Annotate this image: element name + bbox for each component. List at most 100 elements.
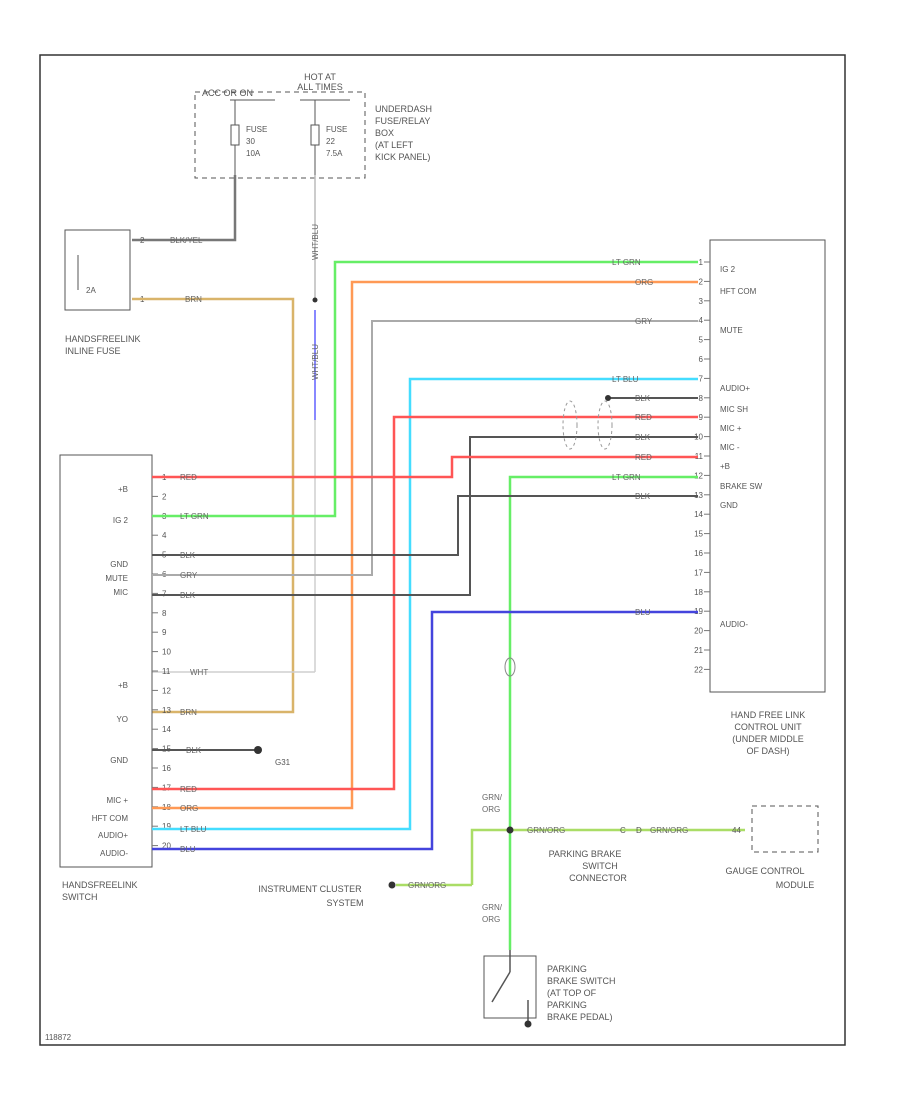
switch-pin-19: 19 (162, 822, 171, 831)
grn-org-stack-1b: ORG (482, 805, 500, 814)
cu-pin-14: 14 (694, 510, 703, 519)
parking-splice (506, 826, 514, 834)
gry-label-2: GRY (180, 571, 198, 580)
blk-label-mic-sh: BLK (635, 394, 651, 403)
grn-org-wire-instrument (470, 828, 510, 885)
blk-yel-wire (132, 175, 237, 242)
red-label-1: RED (635, 413, 652, 422)
underdash-label-2: FUSE/RELAY (375, 116, 430, 126)
underdash-label-1: UNDERDASH (375, 104, 432, 114)
blu-label-1: BLU (635, 608, 651, 617)
shield-mark-b (597, 400, 613, 450)
instrument-connector-dot (388, 881, 396, 889)
cu-pin-7: 7 (699, 374, 704, 383)
switch-terminal-mic-plus: MIC + (106, 796, 128, 805)
ground-label: G31 (275, 758, 291, 767)
cu-pin-8: 8 (699, 394, 704, 403)
fuse-b-number: 22 (326, 137, 335, 146)
cu-pin-4: 4 (699, 316, 704, 325)
cu-terminal-mic-minus: MIC - (720, 443, 740, 452)
grn-org-label-1: GRN/ORG (527, 826, 565, 835)
parking-connector-label-1: PARKING BRAKE (549, 849, 622, 859)
switch-pin-16: 16 (162, 764, 171, 773)
grn-org-label-2: GRN/ORG (650, 826, 688, 835)
lt-blu-label-2: LT BLU (180, 825, 207, 834)
switch-pin-2: 2 (162, 492, 167, 501)
cu-terminal-b: +B (720, 462, 730, 471)
cu-pin-21: 21 (694, 646, 703, 655)
wht-blu-label-mid: WHT/BLU (311, 344, 320, 380)
switch-pin-10: 10 (162, 648, 171, 657)
blk-label-3: BLK (180, 591, 196, 600)
handsfreelink-switch-box (59, 454, 153, 868)
switch-pin-14: 14 (162, 725, 171, 734)
org-label-2: ORG (180, 804, 198, 813)
lt-blu-label-1: LT BLU (612, 375, 639, 384)
switch-terminal-mute: MUTE (105, 574, 128, 583)
fuse-a-rating: 10A (246, 149, 261, 158)
cu-pin-18: 18 (694, 588, 703, 597)
switch-terminal-yo: YO (116, 715, 128, 724)
switch-terminal-ig2: IG 2 (113, 516, 129, 525)
cu-terminal-mic-sh: MIC SH (720, 405, 748, 414)
cu-terminal-audio-plus: AUDIO+ (720, 384, 750, 393)
cu-terminal-brake-sw: BRAKE SW (720, 482, 763, 491)
grn-org-stack-1a: GRN/ (482, 793, 503, 802)
switch-pin-7: 7 (162, 589, 167, 598)
blk-label-2: BLK (635, 433, 651, 442)
parking-switch-label-3: (AT TOP OF (547, 988, 597, 998)
hot-at-label-1: HOT AT (304, 72, 336, 82)
cu-pin-17: 17 (694, 568, 703, 577)
instrument-label-1: INSTRUMENT CLUSTER (258, 884, 362, 894)
switch-terminal-hft-com: HFT COM (92, 814, 129, 823)
cu-terminal-ig2: IG 2 (720, 265, 736, 274)
cu-label-4: OF DASH) (746, 746, 789, 756)
switch-terminal-audio-plus: AUDIO+ (98, 831, 128, 840)
grn-org-label-instrument: GRN/ORG (408, 881, 446, 890)
underdash-fuse-box (194, 91, 366, 179)
gry-wire-mute (152, 320, 698, 576)
cu-pin-22: 22 (694, 665, 703, 674)
parking-switch-label-1: PARKING (547, 964, 587, 974)
switch-pin-12: 12 (162, 686, 171, 695)
cu-pin-6: 6 (699, 355, 704, 364)
cu-label-2: CONTROL UNIT (734, 722, 802, 732)
switch-terminal-gnd2: GND (110, 756, 128, 765)
parking-switch-label-2: BRAKE SWITCH (547, 976, 616, 986)
ground-point (254, 746, 262, 754)
gauge-pin: 44 (732, 826, 741, 835)
parking-connector-pin-d: D (636, 826, 642, 835)
grn-org-stack-2a: GRN/ (482, 903, 503, 912)
cu-pin-15: 15 (694, 530, 703, 539)
mic-sh-ground (605, 395, 611, 401)
blk-yel-wire-label: BLK/YEL (170, 236, 203, 245)
parking-switch-ground (524, 1020, 532, 1028)
lt-grn-label-3: LT GRN (612, 473, 641, 482)
cu-pin-5: 5 (699, 336, 704, 345)
parking-connector-label-2: SWITCH (582, 861, 618, 871)
lt-grn-wire-ig2 (152, 260, 698, 518)
org-label-1: ORG (635, 278, 653, 287)
wht-wire-label: WHT (190, 668, 208, 677)
blu-label-2: BLU (180, 845, 196, 854)
grn-org-stack-2b: ORG (482, 915, 500, 924)
underdash-label-5: KICK PANEL) (375, 152, 430, 162)
underdash-label-3: BOX (375, 128, 394, 138)
inline-fuse-rating: 2A (86, 286, 96, 295)
fuse-a-label: FUSE (246, 125, 267, 134)
parking-switch-label-4: PARKING (547, 1000, 587, 1010)
switch-terminal-audio-minus: AUDIO- (100, 849, 128, 858)
parking-connector-pin-c: C (620, 826, 626, 835)
red-label-3: RED (635, 453, 652, 462)
fuse-b-body (310, 124, 320, 146)
switch-pin-4: 4 (162, 531, 167, 540)
lt-grn-wire-brake (508, 475, 698, 950)
switch-terminal-mic: MIC (113, 588, 128, 597)
red-wire-mic-plus (152, 415, 698, 791)
cu-pin-20: 20 (694, 627, 703, 636)
footer-code: 118872 (45, 1033, 72, 1042)
cu-pin-13: 13 (694, 491, 703, 500)
cu-pin-3: 3 (699, 297, 704, 306)
switch-terminal-gnd1: GND (110, 560, 128, 569)
